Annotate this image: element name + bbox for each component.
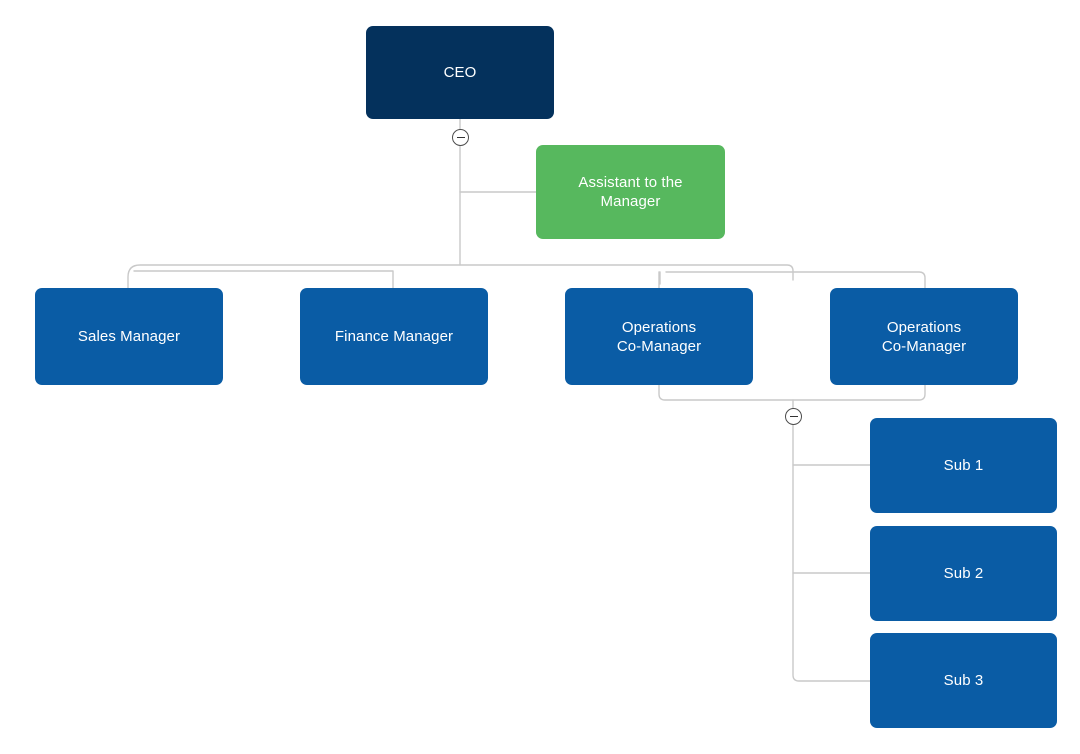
node-label-sub-1: Sub 1 bbox=[943, 457, 984, 474]
node-label-operations-co-manager-1: Operations Co-Manager bbox=[616, 318, 702, 355]
node-label-ceo: CEO bbox=[443, 64, 477, 81]
node-sub-1[interactable]: Sub 1 bbox=[870, 418, 1057, 513]
node-operations-co-manager-1[interactable]: Operations Co-Manager bbox=[565, 288, 753, 385]
node-sales-manager[interactable]: Sales Manager bbox=[35, 288, 223, 385]
connector-line bbox=[665, 271, 926, 289]
connector-line bbox=[133, 270, 394, 289]
node-operations-co-manager-2[interactable]: Operations Co-Manager bbox=[830, 288, 1018, 385]
connector-line bbox=[792, 424, 871, 682]
node-assistant[interactable]: Assistant to the Manager bbox=[536, 145, 725, 239]
node-label-sub-2: Sub 2 bbox=[943, 565, 984, 582]
node-label-assistant: Assistant to the Manager bbox=[578, 174, 683, 210]
node-sub-2[interactable]: Sub 2 bbox=[870, 526, 1057, 621]
connector-line bbox=[658, 384, 926, 401]
connector-line bbox=[127, 264, 794, 289]
node-ceo[interactable]: CEO bbox=[366, 26, 554, 119]
collapse-toggle-operations-icon[interactable] bbox=[785, 408, 802, 425]
node-label-sales-manager: Sales Manager bbox=[77, 328, 181, 345]
collapse-toggle-ceo-icon[interactable] bbox=[452, 129, 469, 146]
node-sub-3[interactable]: Sub 3 bbox=[870, 633, 1057, 728]
node-label-sub-3: Sub 3 bbox=[943, 672, 984, 689]
node-label-operations-co-manager-2: Operations Co-Manager bbox=[881, 318, 967, 355]
node-label-finance-manager: Finance Manager bbox=[334, 328, 454, 345]
node-finance-manager[interactable]: Finance Manager bbox=[300, 288, 488, 385]
